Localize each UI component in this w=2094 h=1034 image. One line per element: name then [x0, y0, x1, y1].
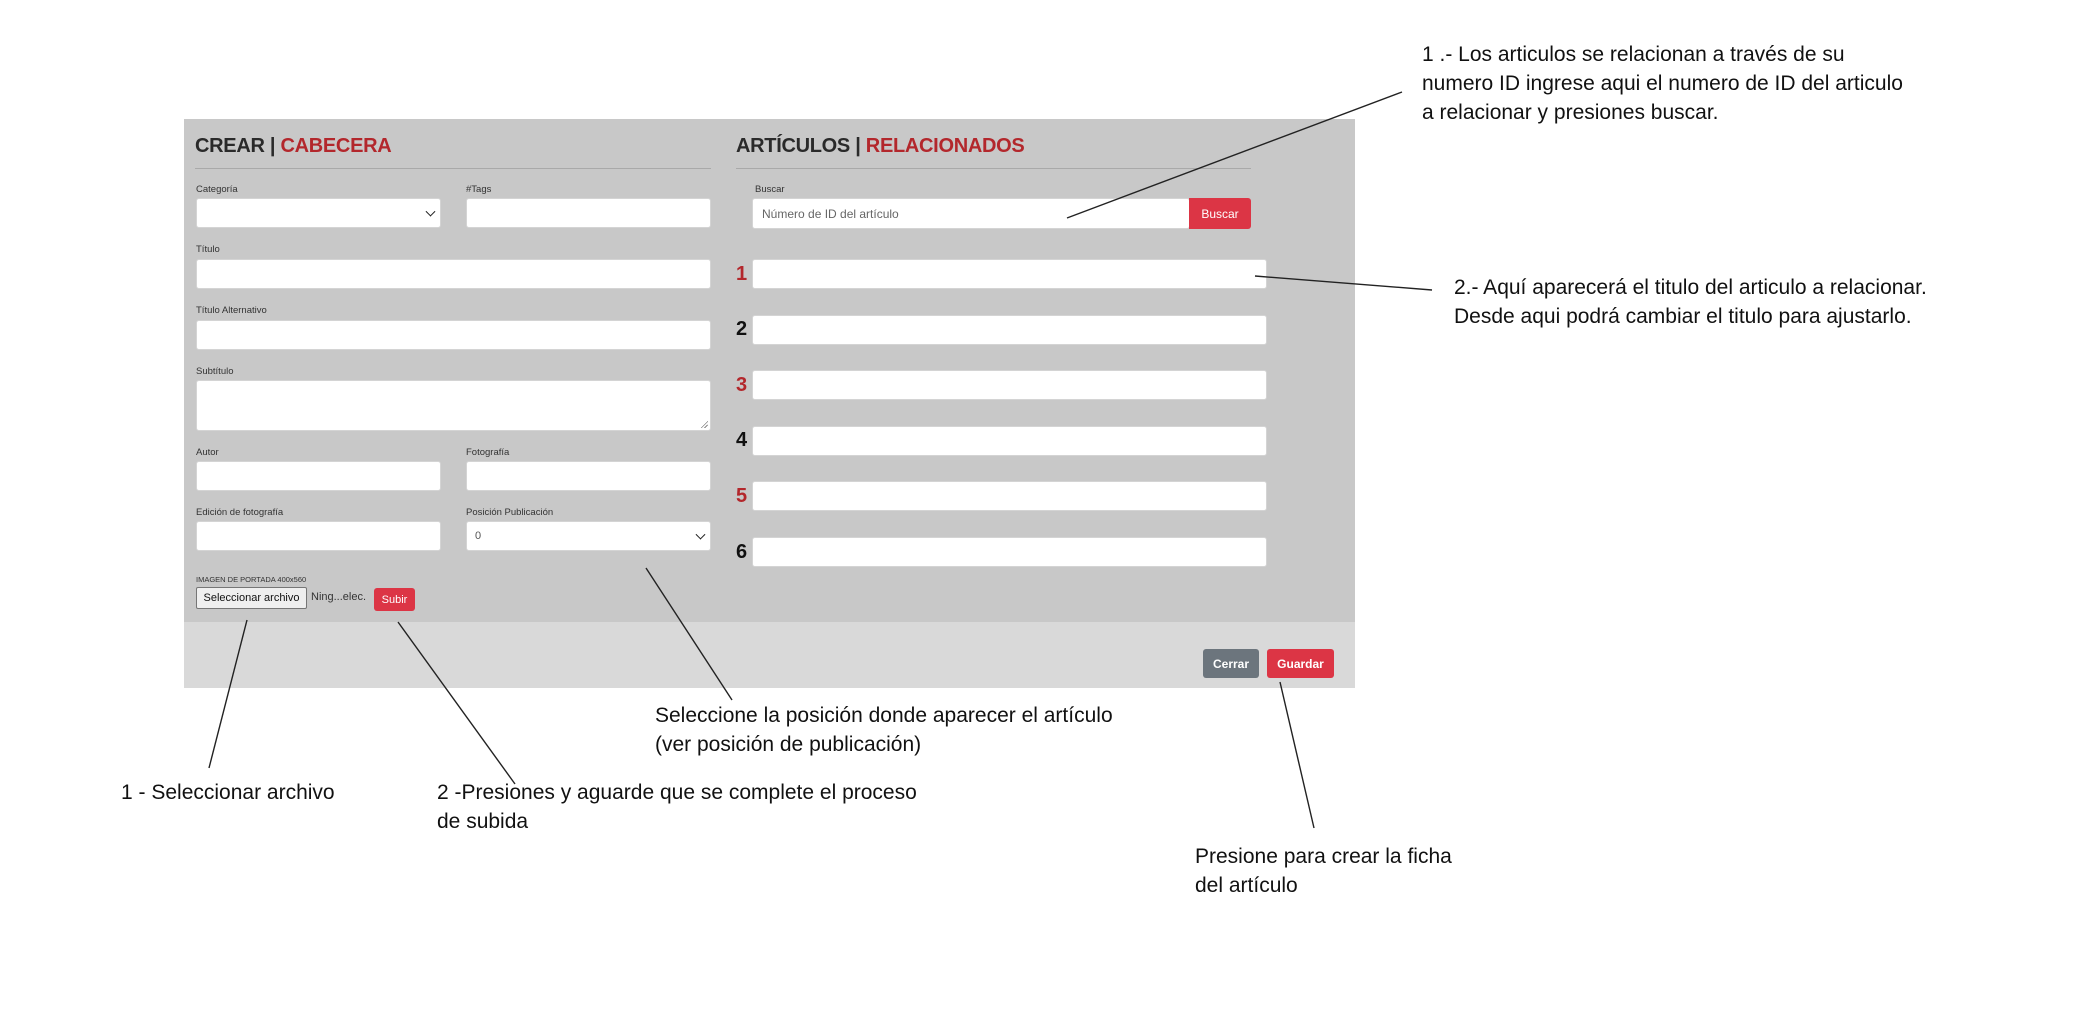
titulo-input[interactable]	[196, 259, 711, 289]
related-number-1: 1	[736, 263, 748, 285]
imagen-portada-label: IMAGEN DE PORTADA 400x560	[196, 575, 307, 584]
callout-line-position	[645, 567, 733, 701]
related-article-input-1[interactable]	[752, 259, 1267, 289]
related-number-3: 3	[736, 374, 748, 396]
file-status-text: Ning...elec.	[311, 591, 367, 603]
annotation-position-line2: (ver posición de publicación)	[655, 733, 922, 756]
related-number-4: 4	[736, 429, 748, 451]
edicion-fotografia-label: Edición de fotografía	[196, 507, 284, 518]
related-article-input-4[interactable]	[752, 426, 1267, 456]
annotation-upload-line2: de subida	[437, 810, 529, 833]
right-title-divider	[736, 168, 1251, 169]
resize-grip-icon[interactable]	[700, 420, 708, 428]
tags-input[interactable]	[466, 198, 711, 228]
titulo-label: Título	[196, 244, 220, 255]
related-article-input-5[interactable]	[752, 481, 1267, 511]
subtitulo-label: Subtítulo	[196, 366, 234, 377]
guardar-button[interactable]: Guardar	[1267, 649, 1334, 678]
annotation-search: 1 .- Los articulos se relacionan a travé…	[1422, 40, 1903, 127]
subir-button[interactable]: Subir	[374, 588, 415, 611]
annotation-title-line2: Desde aqui podrá cambiar el titulo para …	[1454, 305, 1912, 328]
callout-line-upload	[397, 621, 516, 785]
buscar-button[interactable]: Buscar	[1189, 198, 1251, 229]
annotation-title: 2.- Aquí aparecerá el titulo del articul…	[1454, 273, 1927, 331]
titulo-alternativo-label: Título Alternativo	[196, 305, 267, 316]
crear-title-part1: CREAR	[195, 135, 265, 157]
annotation-position: Seleccione la posición donde aparecer el…	[655, 701, 1113, 759]
autor-label: Autor	[196, 447, 219, 458]
articulos-relacionados-title: ARTÍCULOS | RELACIONADOS	[736, 135, 1025, 158]
left-title-divider	[195, 168, 711, 169]
posicion-selected-value: 0	[475, 530, 482, 542]
posicion-publicacion-select[interactable]: 0	[466, 521, 711, 551]
articulos-title-part2: RELACIONADOS	[865, 135, 1025, 157]
buscar-label: Buscar	[755, 184, 785, 195]
annotation-save-line2: del artículo	[1195, 874, 1298, 897]
related-article-input-6[interactable]	[752, 537, 1267, 567]
search-input[interactable]: Número de ID del artículo	[752, 198, 1190, 229]
annotation-search-line2: numero ID ingrese aqui el numero de ID d…	[1422, 72, 1903, 95]
related-article-input-2[interactable]	[752, 315, 1267, 345]
callout-line-select-file	[208, 619, 248, 769]
crear-title-separator: |	[269, 135, 276, 157]
crear-title-part2: CABECERA	[280, 135, 392, 157]
edicion-fotografia-input[interactable]	[196, 521, 441, 551]
callout-line-save	[1279, 681, 1315, 829]
annotation-position-line1: Seleccione la posición donde aparecer el…	[655, 704, 1113, 727]
related-article-input-3[interactable]	[752, 370, 1267, 400]
categoria-label: Categoría	[196, 184, 238, 195]
annotation-upload: 2 -Presiones y aguarde que se complete e…	[437, 778, 917, 836]
callout-line-title	[1254, 275, 1433, 291]
annotation-upload-line1: 2 -Presiones y aguarde que se complete e…	[437, 781, 917, 804]
fotografia-label: Fotografía	[466, 447, 510, 458]
subtitulo-textarea[interactable]	[196, 380, 711, 431]
crear-cabecera-title: CREAR | CABECERA	[195, 135, 392, 158]
tags-label: #Tags	[466, 184, 492, 195]
articulos-title-separator: |	[855, 135, 861, 157]
annotation-search-line3: a relacionar y presiones buscar.	[1422, 101, 1719, 124]
titulo-alternativo-input[interactable]	[196, 320, 711, 350]
related-number-2: 2	[736, 318, 748, 340]
fotografia-input[interactable]	[466, 461, 711, 491]
related-number-6: 6	[736, 541, 748, 563]
search-placeholder: Número de ID del artículo	[762, 206, 899, 221]
related-number-5: 5	[736, 485, 748, 507]
annotation-save: Presione para crear la ficha del artícul…	[1195, 842, 1452, 900]
categoria-select[interactable]	[196, 198, 441, 228]
annotation-search-line1: 1 .- Los articulos se relacionan a travé…	[1422, 43, 1845, 66]
annotation-select-file: 1 - Seleccionar archivo	[121, 781, 335, 804]
articulos-title-part1: ARTÍCULOS	[736, 135, 850, 157]
annotation-title-line1: 2.- Aquí aparecerá el titulo del articul…	[1454, 276, 1927, 299]
form-footer	[184, 622, 1355, 688]
annotation-save-line1: Presione para crear la ficha	[1195, 845, 1452, 868]
cerrar-button[interactable]: Cerrar	[1203, 649, 1259, 678]
select-file-button[interactable]: Seleccionar archivo	[196, 587, 307, 609]
posicion-publicacion-label: Posición Publicación	[466, 507, 554, 518]
autor-input[interactable]	[196, 461, 441, 491]
callout-line-search	[1066, 91, 1403, 219]
